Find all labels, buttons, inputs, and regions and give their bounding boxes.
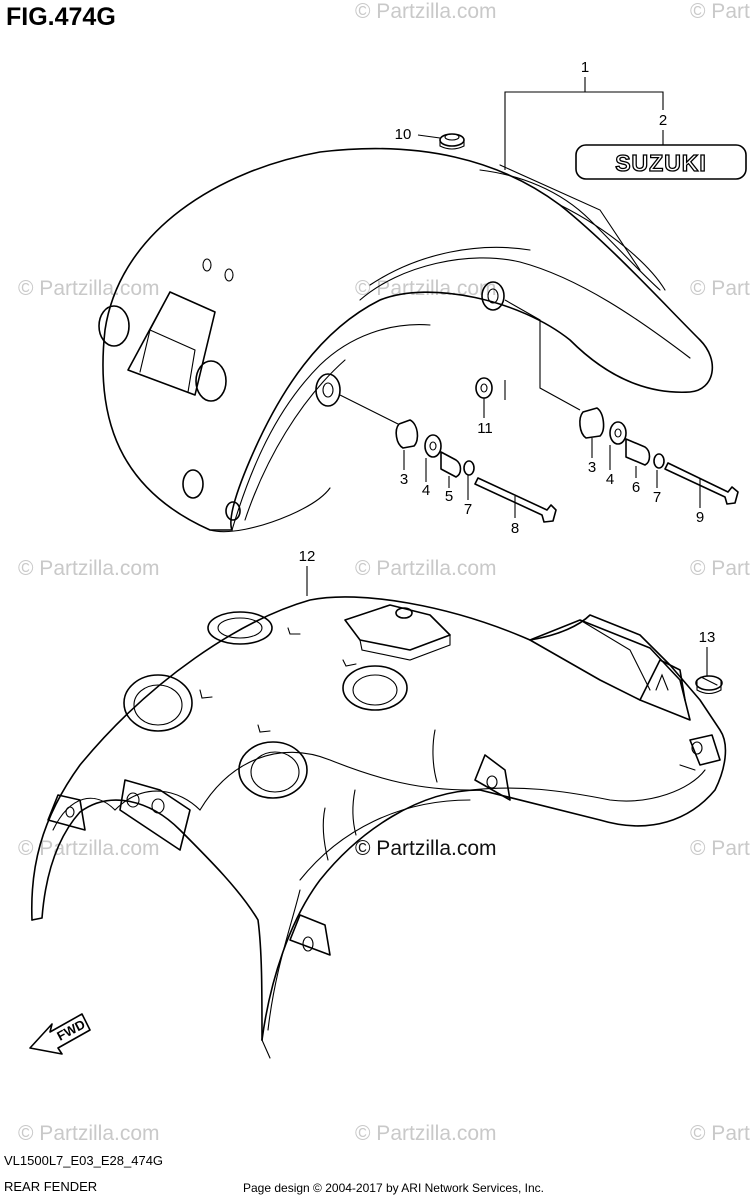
watermark-text: © Partzilla.com: [18, 1122, 160, 1145]
watermark-text: © Partzilla.com: [18, 557, 160, 580]
watermark-text: © Partzilla.com: [355, 1122, 497, 1145]
part-11-nut[interactable]: [475, 377, 493, 399]
section-name: REAR FENDER: [4, 1179, 98, 1194]
callout-labels: 1 2 10 11 3 4 5 7 8 3 4 6 7 9 12 13: [299, 59, 716, 646]
watermark-text: © Partzilla.com: [18, 277, 160, 300]
callout-10[interactable]: 10: [395, 126, 412, 143]
leader-lines: [306, 77, 708, 676]
callout-4[interactable]: 4: [422, 482, 430, 499]
fastener-set-left[interactable]: [395, 419, 557, 523]
part-12-inner-fender[interactable]: [30, 596, 727, 1059]
callout-2[interactable]: 2: [659, 112, 667, 129]
model-code: VL1500L7_E03_E28_474G: [4, 1153, 164, 1168]
copyright-text: Page design © 2004-2017 by ARI Network S…: [243, 1181, 545, 1195]
callout-11[interactable]: 11: [477, 420, 493, 437]
watermarks: © Partzilla.com © Partzilla.com © Partzi…: [18, 0, 750, 1145]
watermark-text: © Partzilla.com: [355, 557, 497, 580]
fastener-set-right[interactable]: [579, 407, 739, 505]
fwd-arrow: FWD: [29, 1013, 91, 1055]
callout-6[interactable]: 6: [632, 479, 640, 496]
callout-12[interactable]: 12: [299, 548, 316, 565]
callout-5[interactable]: 5: [445, 488, 453, 505]
callout-8[interactable]: 8: [511, 520, 519, 537]
watermark-text: © Partzilla.com: [690, 837, 750, 860]
callout-1[interactable]: 1: [581, 59, 589, 76]
callout-13[interactable]: 13: [699, 629, 716, 646]
watermark-text: © Partzilla.com: [690, 277, 750, 300]
suzuki-emblem[interactable]: [575, 144, 747, 180]
watermark-text: © Partzilla.com: [690, 557, 750, 580]
callout-3[interactable]: 3: [588, 459, 596, 476]
part-13-clip[interactable]: [695, 675, 723, 695]
callout-7[interactable]: 7: [653, 489, 661, 506]
watermark-text: © Partzilla.com: [355, 837, 497, 860]
watermark-text: © Partzilla.com: [18, 837, 160, 860]
fwd-label: FWD: [54, 1017, 87, 1044]
figure-title: FIG.474G: [6, 3, 116, 31]
callout-3[interactable]: 3: [400, 471, 408, 488]
watermark-text: © Partzilla.com: [355, 0, 497, 23]
callout-4[interactable]: 4: [606, 471, 614, 488]
rear-fender-upper[interactable]: SUZUKI: [98, 144, 747, 533]
watermark-text: © Partzilla.com: [690, 0, 750, 23]
callout-7[interactable]: 7: [464, 501, 472, 518]
suzuki-emblem-text: SUZUKI: [615, 150, 707, 176]
watermark-text: © Partzilla.com: [690, 1122, 750, 1145]
part-10-nut[interactable]: [439, 133, 465, 150]
callout-9[interactable]: 9: [696, 509, 704, 526]
